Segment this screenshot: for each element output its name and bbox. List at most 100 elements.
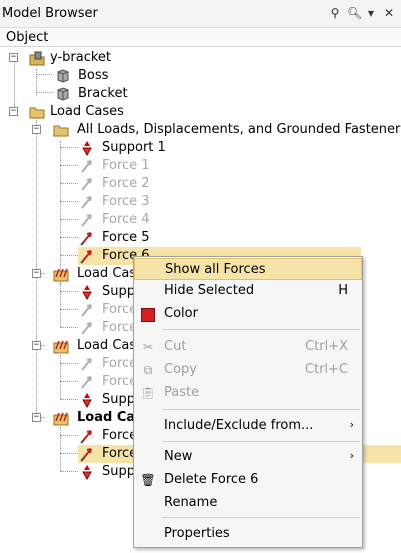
- paste-icon: 📋︎: [140, 386, 156, 400]
- force-icon: [80, 448, 92, 462]
- tree-item-force[interactable]: Force: [0, 319, 401, 337]
- tree-item-load-case-4[interactable]: − Load Cas: [0, 409, 401, 427]
- force-icon: [81, 304, 92, 317]
- tree-label: Supp: [102, 284, 135, 299]
- scissors-icon: ✂: [142, 340, 154, 354]
- menu-item-show-all-forces[interactable]: Show all Forces: [134, 258, 362, 280]
- tree-item-force[interactable]: Force: [0, 355, 401, 373]
- folder-icon: [53, 125, 69, 137]
- tree-item-support-1[interactable]: Support 1: [0, 139, 401, 157]
- tree-item-force[interactable]: Force: [0, 373, 401, 391]
- color-swatch-icon: [140, 306, 156, 322]
- tree-label: Load Cases: [50, 104, 124, 119]
- tree-label: Force: [102, 446, 138, 461]
- title-bar: Model Browser ⚲ 🔍︎ ▾ ✕: [0, 0, 401, 28]
- tree-label: Boss: [78, 68, 109, 83]
- force-icon: [81, 196, 92, 209]
- tree-label: Support 1: [102, 140, 166, 155]
- tree-item-support[interactable]: Supp: [0, 391, 401, 409]
- copy-icon: ⧉: [143, 363, 153, 377]
- trash-icon: 🗑︎: [140, 473, 156, 487]
- support-icon: [82, 285, 92, 300]
- menu-item-delete[interactable]: 🗑︎ Delete Force 6: [140, 472, 259, 487]
- context-menu: Show all Forces Hide Selected H Color ✂ …: [133, 256, 363, 548]
- titlebar-icons: ⚲ 🔍︎ ▾ ✕: [329, 6, 395, 20]
- menu-item-new[interactable]: New ›: [164, 449, 354, 464]
- tree-label: Load Cas: [77, 266, 137, 281]
- tree-label: Load Cas: [77, 410, 143, 425]
- menu-item-paste[interactable]: 📋︎ Paste: [140, 385, 200, 400]
- collapse-toggle[interactable]: −: [9, 52, 18, 62]
- load-case-icon: [53, 268, 69, 282]
- search-icon[interactable]: 🔍︎: [347, 6, 363, 20]
- tree-item-load-cases[interactable]: − Load Cases: [0, 103, 401, 121]
- tree-label: Force 4: [102, 212, 150, 227]
- tree-item-support[interactable]: Supp: [0, 283, 401, 301]
- force-icon: [80, 232, 92, 246]
- menu-item-copy[interactable]: ⧉ Copy Ctrl+C: [134, 359, 362, 381]
- tree-label: Force: [102, 302, 138, 317]
- force-icon: [81, 160, 92, 173]
- tree-item-force-1[interactable]: Force 1: [0, 157, 401, 175]
- tree-item-load-case-3[interactable]: − Load Cas: [0, 337, 401, 355]
- tree-label: Load Cas: [77, 338, 137, 353]
- collapse-toggle[interactable]: −: [32, 340, 41, 350]
- force-icon: [81, 376, 92, 389]
- tree-label: y-bracket: [50, 50, 112, 65]
- tree-item-load-case-2[interactable]: − Load Cas: [0, 265, 401, 283]
- tree-label: Force: [102, 374, 138, 389]
- collapse-toggle[interactable]: −: [9, 106, 18, 116]
- menu-item-hide-selected[interactable]: Hide Selected H: [164, 283, 348, 298]
- tree-item-force-5[interactable]: Force 5: [0, 229, 401, 247]
- tree-label: Force: [102, 428, 138, 443]
- support-icon: [82, 141, 92, 156]
- part-icon: [57, 69, 69, 83]
- force-icon: [81, 358, 92, 371]
- force-icon: [81, 214, 92, 227]
- tree-item-y-bracket[interactable]: − y-bracket: [0, 49, 401, 67]
- chevron-right-icon: ›: [349, 418, 354, 431]
- menu-item-properties[interactable]: Properties: [164, 526, 230, 541]
- collapse-toggle[interactable]: −: [32, 268, 41, 278]
- support-icon: [82, 465, 92, 480]
- tree-item-bracket[interactable]: Bracket: [0, 85, 401, 103]
- force-icon: [80, 250, 92, 264]
- tree-label: Force 5: [102, 230, 150, 245]
- load-case-icon: [53, 412, 69, 426]
- tree-label: Supp: [102, 464, 135, 479]
- window-title: Model Browser: [2, 6, 98, 21]
- tree-item-support[interactable]: Supp: [0, 463, 401, 481]
- tree-item-force[interactable]: Force: [0, 301, 401, 319]
- collapse-toggle[interactable]: −: [32, 124, 41, 134]
- part-icon: [57, 87, 69, 101]
- menu-item-cut[interactable]: ✂ Cut Ctrl+X: [134, 336, 362, 358]
- load-case-icon: [53, 340, 69, 354]
- tree-item-force-2[interactable]: Force 2: [0, 175, 401, 193]
- tree-item-force-3[interactable]: Force 3: [0, 193, 401, 211]
- menu-item-color[interactable]: Color: [134, 303, 362, 325]
- tree-item-all-loads[interactable]: − All Loads, Displacements, and Grounded…: [0, 121, 401, 139]
- tree-label: All Loads, Displacements, and Grounded F…: [77, 122, 401, 137]
- menu-item-rename[interactable]: Rename: [164, 495, 218, 510]
- support-icon: [82, 393, 92, 408]
- assembly-icon: [29, 51, 45, 66]
- tree-label: Supp: [102, 392, 135, 407]
- folder-icon: [29, 107, 45, 119]
- tree-item-force[interactable]: Force: [0, 427, 401, 445]
- tree-label: Force 2: [102, 176, 150, 191]
- tree-label: Force: [102, 356, 138, 371]
- menu-item-include-exclude[interactable]: Include/Exclude from... ›: [164, 418, 354, 433]
- tree-item-force-4[interactable]: Force 4: [0, 211, 401, 229]
- chevron-right-icon: ›: [349, 449, 354, 462]
- tree-label: Bracket: [78, 86, 128, 101]
- tree-label: Force: [102, 320, 138, 335]
- tree-item-boss[interactable]: Boss: [0, 67, 401, 85]
- force-icon: [80, 430, 92, 444]
- chevron-down-icon[interactable]: ▾: [367, 6, 375, 20]
- close-icon[interactable]: ✕: [383, 6, 395, 20]
- column-header[interactable]: Object: [0, 28, 401, 47]
- tree-label: Force 1: [102, 158, 150, 173]
- collapse-toggle[interactable]: −: [32, 412, 41, 422]
- column-object: Object: [6, 30, 49, 45]
- binoculars-icon[interactable]: ⚲: [330, 6, 340, 20]
